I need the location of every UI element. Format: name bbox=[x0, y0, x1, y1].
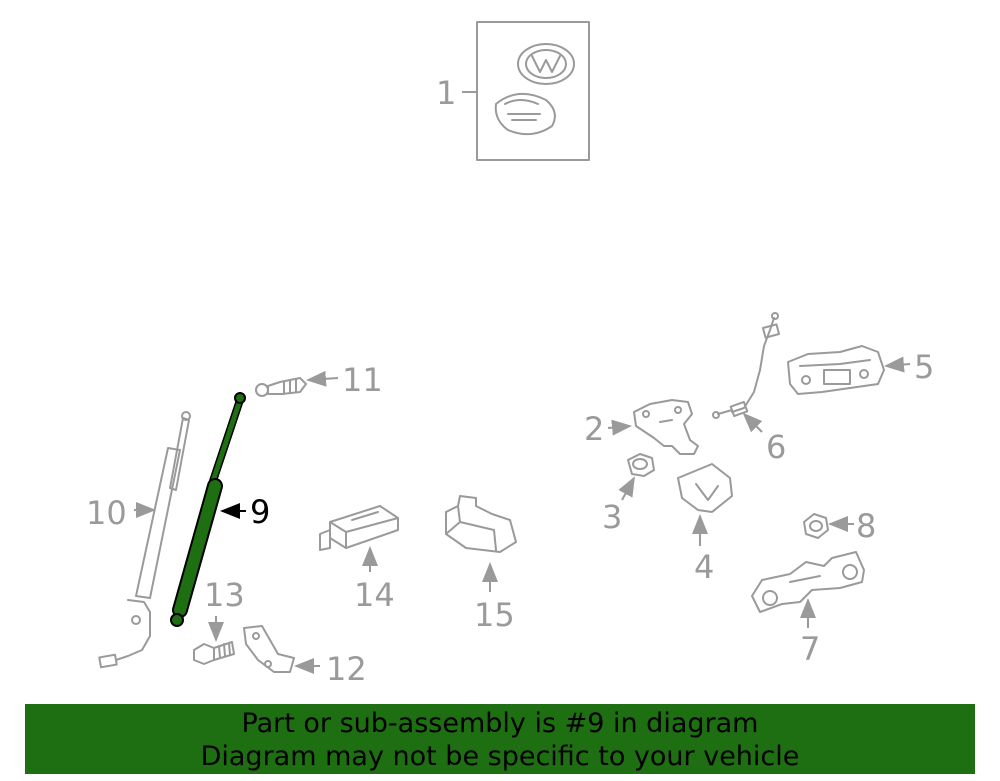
part-14-control-module[interactable]: 14 bbox=[319, 505, 399, 614]
part-13-bolt[interactable]: 13 bbox=[193, 576, 245, 665]
callout-14: 14 bbox=[354, 576, 395, 614]
bracket-icon bbox=[751, 551, 865, 613]
part-3-nut[interactable]: 3 bbox=[602, 453, 655, 536]
latch-icon bbox=[633, 399, 699, 455]
cover-icon bbox=[445, 495, 517, 553]
callout-15: 15 bbox=[474, 596, 515, 634]
callout-6: 6 bbox=[766, 428, 786, 466]
banner-line-2: Diagram may not be specific to your vehi… bbox=[200, 741, 800, 772]
cable-icon bbox=[712, 312, 781, 419]
callout-8: 8 bbox=[856, 507, 876, 545]
part-12-mount-bracket[interactable]: 12 bbox=[243, 625, 367, 688]
striker-icon bbox=[677, 463, 733, 513]
banner-line-1: Part or sub-assembly is #9 in diagram bbox=[241, 708, 759, 739]
callout-2: 2 bbox=[584, 410, 604, 448]
part-7-bracket[interactable]: 7 bbox=[751, 551, 865, 668]
callout-3: 3 bbox=[602, 498, 622, 536]
callout-5: 5 bbox=[914, 348, 934, 386]
callout-10: 10 bbox=[86, 494, 127, 532]
callout-4: 4 bbox=[694, 548, 714, 586]
control-module-icon bbox=[319, 505, 399, 551]
part-5-actuator[interactable]: 5 bbox=[787, 345, 934, 395]
part-10-power-strut[interactable]: 10 bbox=[86, 411, 191, 669]
emblem-badge-icon bbox=[494, 43, 575, 136]
callout-1: 1 bbox=[436, 74, 456, 112]
nut-icon bbox=[627, 453, 655, 477]
callout-11: 11 bbox=[342, 361, 383, 399]
callout-9: 9 bbox=[250, 493, 270, 531]
part-1-emblem[interactable]: 1 bbox=[436, 21, 590, 161]
lift-support-strut-icon bbox=[170, 392, 246, 627]
part-4-striker[interactable]: 4 bbox=[677, 463, 733, 586]
ball-stud-icon bbox=[255, 377, 307, 397]
nut-icon bbox=[803, 513, 829, 539]
part-8-nut[interactable]: 8 bbox=[803, 507, 876, 545]
part-9-lift-support[interactable]: 9 bbox=[170, 392, 270, 627]
part-6-cable[interactable]: 6 bbox=[712, 312, 786, 466]
mount-bracket-icon bbox=[243, 625, 295, 673]
part-2-latch[interactable]: 2 bbox=[584, 399, 699, 455]
power-strut-icon bbox=[98, 411, 191, 669]
info-banner: Part or sub-assembly is #9 in diagram Di… bbox=[25, 704, 975, 774]
callout-7: 7 bbox=[800, 630, 820, 668]
part-11-ball-stud[interactable]: 11 bbox=[255, 361, 383, 399]
part-15-cover[interactable]: 15 bbox=[445, 495, 517, 634]
actuator-icon bbox=[787, 345, 885, 395]
callout-12: 12 bbox=[326, 650, 367, 688]
callout-13: 13 bbox=[204, 576, 245, 614]
parts-diagram: 1 2 3 4 bbox=[86, 21, 934, 688]
bolt-icon bbox=[193, 641, 235, 665]
